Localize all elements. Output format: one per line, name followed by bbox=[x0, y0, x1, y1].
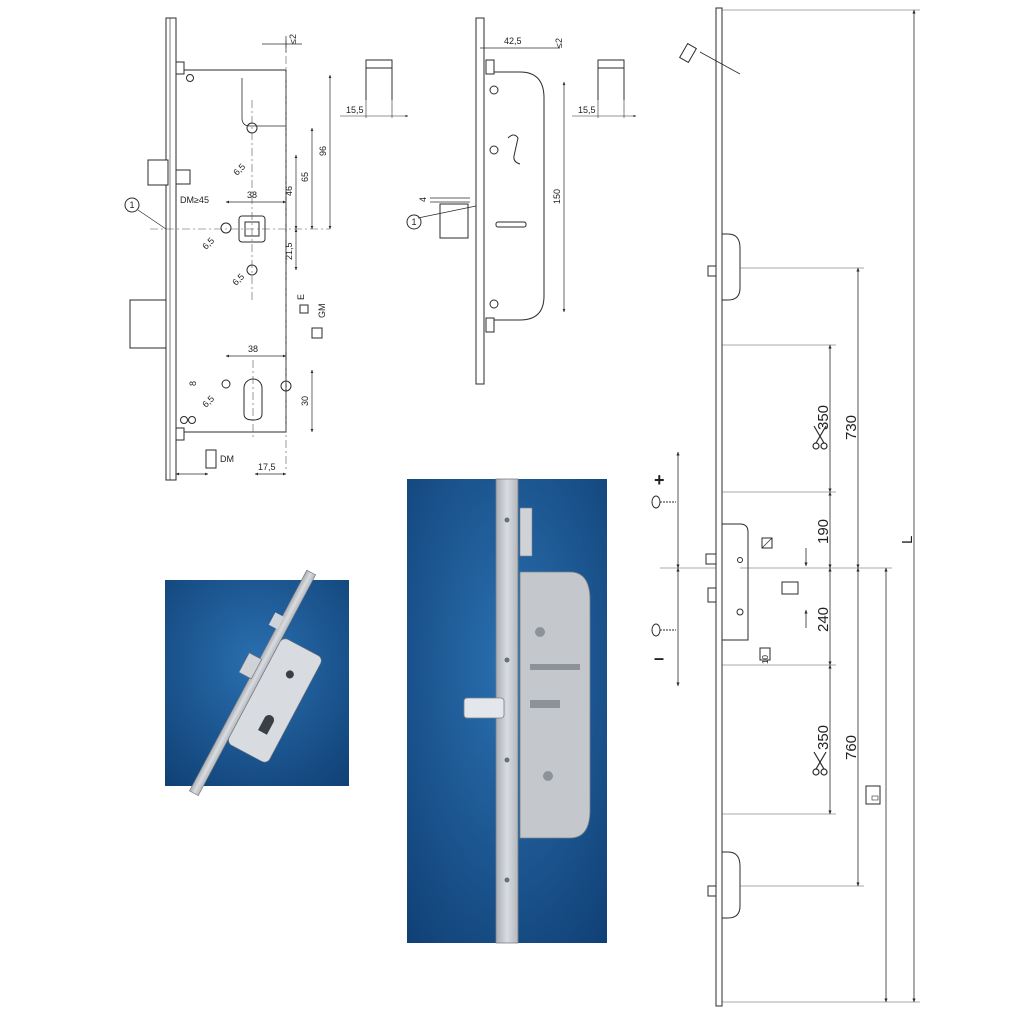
backset-label: DM≥45 bbox=[180, 195, 209, 205]
label-gm: GM bbox=[317, 304, 327, 319]
secondary-height: 150 bbox=[552, 189, 562, 204]
product-photo-small bbox=[165, 569, 349, 797]
latch bbox=[147, 159, 169, 186]
scissors-upper-icon bbox=[812, 425, 828, 450]
photo-hook bbox=[463, 697, 505, 719]
label-e: E bbox=[296, 294, 306, 300]
secondary-lock-drawing bbox=[406, 17, 566, 385]
dim-96: 96 bbox=[318, 146, 328, 156]
main-lock-labels: 1 DM≥45 ≤2 6,5 6,5 6,5 6,5 38 96 65 46 2… bbox=[129, 34, 328, 472]
dim-17-5: 17,5 bbox=[258, 462, 276, 472]
profile-1-dim: 15,5 bbox=[346, 105, 364, 115]
main-lock-drawing bbox=[124, 17, 332, 481]
dim-spindle-width: 38 bbox=[247, 190, 257, 200]
secondary-case bbox=[486, 71, 545, 321]
profile-2-drawing bbox=[572, 59, 637, 118]
square-symbol bbox=[761, 537, 773, 549]
full-forend bbox=[715, 7, 723, 1007]
screw-plus-icon bbox=[651, 495, 676, 509]
dim-lower-mid: 240 bbox=[815, 607, 832, 632]
dim-lower-width: 38 bbox=[248, 344, 258, 354]
dim-46: 46 bbox=[284, 186, 294, 196]
product-photo-large bbox=[407, 478, 607, 944]
minus-sign: – bbox=[654, 648, 664, 668]
forend-plate bbox=[165, 17, 177, 481]
dim-small: 10 bbox=[761, 655, 770, 664]
callout-1: 1 bbox=[129, 200, 134, 210]
dim-hole-dia-4: 6,5 bbox=[200, 393, 216, 409]
dim-30: 30 bbox=[300, 396, 310, 406]
dim-upper-total: 730 bbox=[843, 415, 860, 440]
cylinder-cutout bbox=[243, 378, 263, 421]
dim-dm: DM bbox=[220, 454, 234, 464]
secondary-callout: 1 bbox=[411, 217, 416, 227]
dim-8: 8 bbox=[188, 381, 198, 386]
full-length-drawing bbox=[651, 7, 920, 1007]
secondary-offset: 4 bbox=[418, 197, 428, 202]
dim-overall: L bbox=[899, 536, 916, 544]
deadbolt bbox=[129, 299, 167, 349]
secondary-gap: ≤2 bbox=[554, 38, 564, 48]
secondary-hook bbox=[439, 203, 469, 239]
dim-lower-total: 760 bbox=[843, 735, 860, 760]
scissors-lower-icon bbox=[812, 751, 828, 776]
dim-mid: 190 bbox=[815, 519, 832, 544]
lock-case bbox=[175, 69, 287, 433]
profile-2-dim: 15,5 bbox=[578, 105, 596, 115]
dim-hole-dia-3: 6,5 bbox=[230, 271, 246, 287]
dim-upper-cut: 350 bbox=[815, 405, 832, 430]
secondary-lock-labels: 1 42,5 ≤2 150 4 bbox=[411, 36, 564, 227]
dim-21-5: 21,5 bbox=[284, 242, 294, 260]
screw-minus-icon bbox=[651, 623, 676, 637]
profile-1-drawing bbox=[340, 59, 409, 118]
dim-hole-dia-1: 6,5 bbox=[231, 161, 247, 177]
dim-top-gap: ≤2 bbox=[288, 34, 298, 44]
door-symbol bbox=[865, 785, 881, 805]
full-length-labels: 350 730 190 240 350 760 L + – 10 bbox=[654, 405, 916, 760]
plus-sign: + bbox=[654, 470, 665, 490]
secondary-width: 42,5 bbox=[504, 36, 522, 46]
dim-65: 65 bbox=[300, 172, 310, 182]
dim-hole-dia-2: 6,5 bbox=[200, 235, 216, 251]
dim-lower-cut: 350 bbox=[815, 725, 832, 750]
